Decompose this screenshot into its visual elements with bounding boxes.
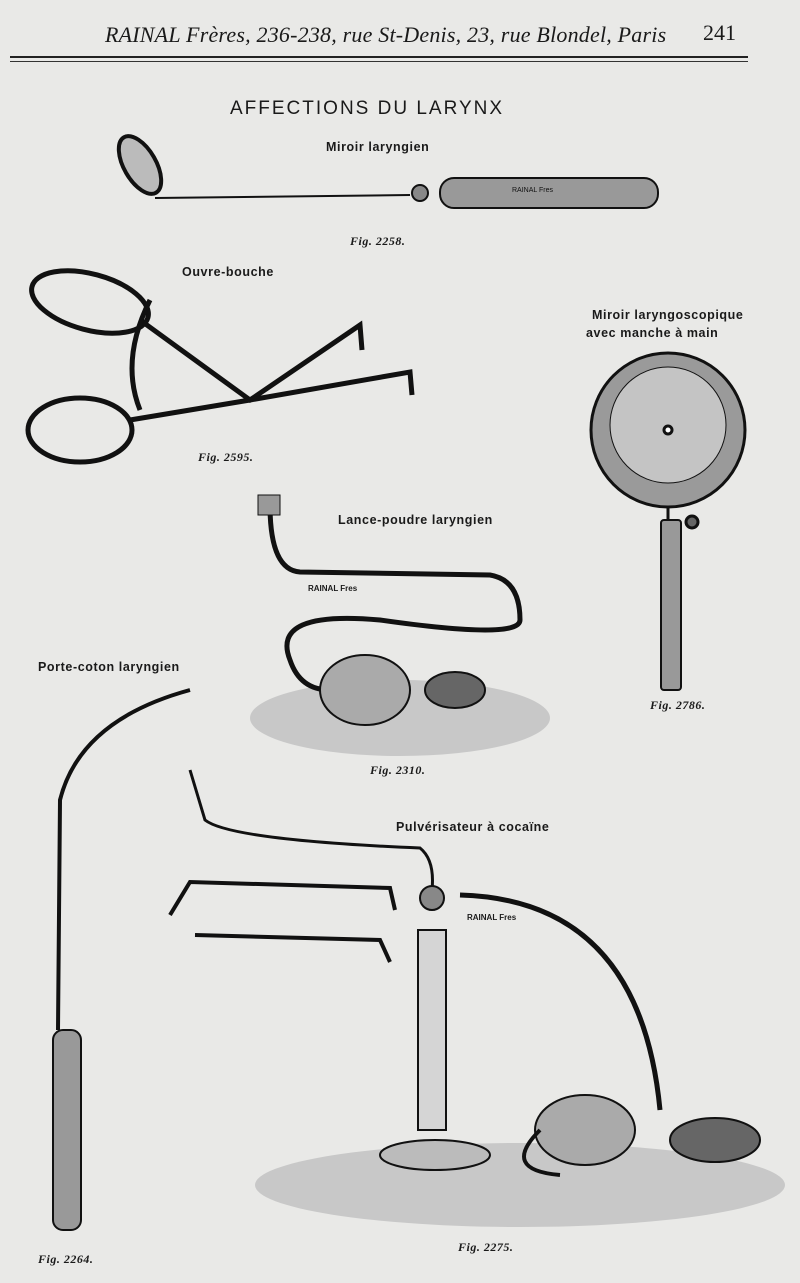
header-rule bbox=[10, 56, 748, 58]
page-header: RAINAL Frères, 236-238, rue St-Denis, 23… bbox=[105, 22, 667, 47]
laryngoscopic-mirror-illustration bbox=[589, 351, 747, 691]
figure-2275: Fig. 2275. bbox=[458, 1240, 514, 1254]
label-miroir-laryngoscopique-1: Miroir laryngoscopique bbox=[592, 308, 744, 322]
label-ouvre-bouche: Ouvre-bouche bbox=[182, 265, 274, 279]
page-number: 241 bbox=[703, 20, 736, 45]
figure-2786: Fig. 2786. bbox=[650, 698, 706, 712]
label-miroir-laryngoscopique-2: avec manche à main bbox=[586, 326, 719, 340]
label-porte-coton: Porte-coton laryngien bbox=[38, 660, 180, 674]
mouth-gag-illustration bbox=[25, 268, 415, 465]
engraving-mark: RAINAL Fres bbox=[308, 584, 358, 593]
cocaine-sprayer-illustration bbox=[168, 769, 785, 1227]
figure-2595: Fig. 2595. bbox=[198, 450, 254, 464]
powder-blower-illustration bbox=[250, 494, 550, 756]
cotton-holder-illustration bbox=[52, 688, 191, 1231]
header-rule-thin bbox=[10, 61, 748, 62]
engraving-mark-sprayer: RAINAL Fres bbox=[467, 913, 517, 922]
label-lance-poudre: Lance-poudre laryngien bbox=[338, 513, 493, 527]
svg-text:RAINAL Fres: RAINAL Fres bbox=[512, 187, 553, 194]
page-title: AFFECTIONS DU LARYNX bbox=[230, 98, 505, 119]
figure-2258: Fig. 2258. bbox=[350, 234, 406, 248]
figure-2264: Fig. 2264. bbox=[38, 1252, 94, 1266]
figure-2310: Fig. 2310. bbox=[370, 763, 426, 777]
label-miroir-laryngien: Miroir laryngien bbox=[326, 140, 430, 154]
label-pulverisateur: Pulvérisateur à cocaïne bbox=[396, 820, 550, 834]
laryngeal-mirror-illustration: RAINAL Fres bbox=[116, 134, 659, 209]
